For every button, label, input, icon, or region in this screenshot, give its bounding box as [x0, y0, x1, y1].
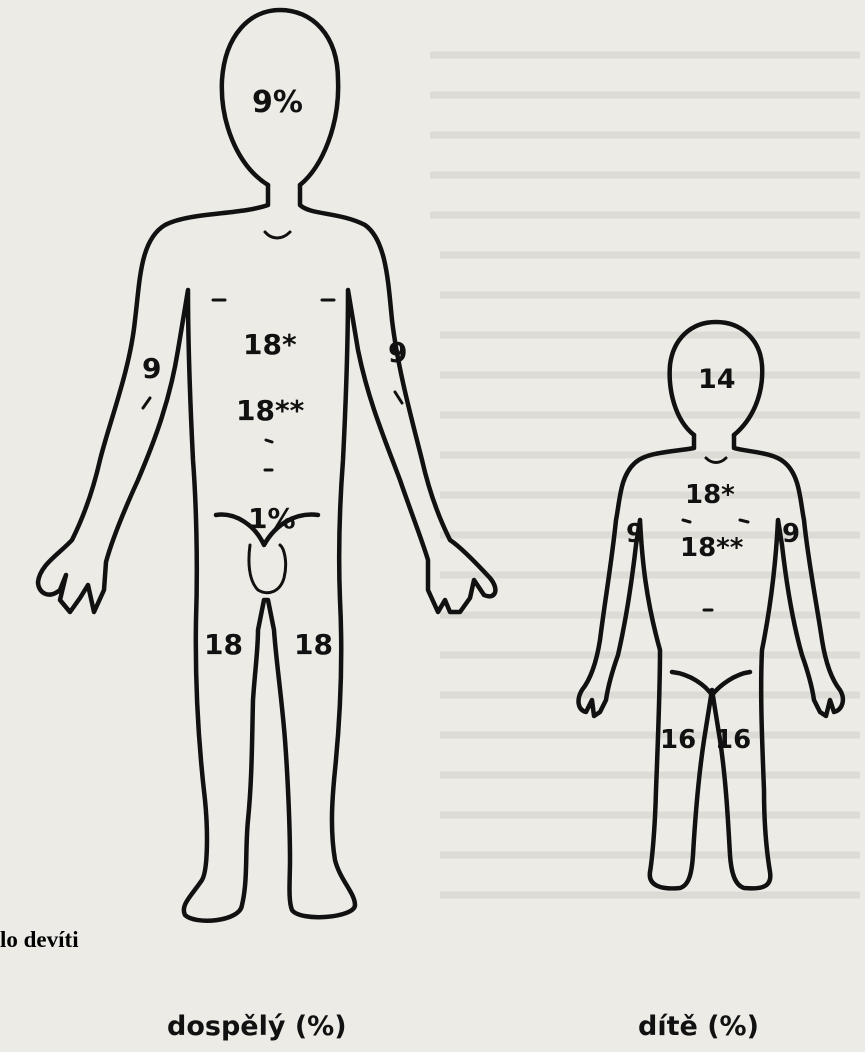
- adult-chest-percent: 18*: [243, 328, 297, 361]
- adult-navel: [265, 440, 272, 470]
- child-chest-mark-r: [740, 520, 748, 522]
- child-leg-right-percent: 16: [660, 725, 696, 755]
- child-figure: [579, 322, 843, 888]
- adult-leg-right-percent: 18: [204, 628, 243, 661]
- child-collar: [706, 458, 726, 463]
- child-arm-right-percent: 9: [626, 519, 644, 549]
- adult-arm-right-percent: 9: [142, 352, 161, 385]
- adult-abdomen-percent: 18**: [236, 394, 305, 427]
- adult-caption: dospělý (%): [167, 1011, 347, 1042]
- adult-head-percent: 9%: [252, 85, 303, 120]
- adult-genitals: [249, 545, 286, 593]
- child-head-percent: 14: [698, 364, 736, 395]
- child-caption: dítě (%): [638, 1011, 759, 1042]
- adult-figure: [38, 10, 495, 921]
- overlay-text: lo devíti: [0, 927, 79, 952]
- child-abdomen-percent: 18**: [680, 533, 744, 563]
- child-chest-mark-l: [683, 520, 690, 522]
- adult-genitals-percent: 1%: [248, 502, 296, 535]
- adult-elbow-r: [395, 392, 402, 403]
- child-leg-left-percent: 16: [715, 725, 751, 755]
- adult-arm-left-percent: 9: [388, 336, 407, 369]
- child-chest-percent: 18*: [685, 480, 735, 510]
- adult-collar: [265, 232, 290, 238]
- adult-leg-left-percent: 18: [294, 628, 333, 661]
- adult-elbow-l: [143, 398, 150, 408]
- child-arm-left-percent: 9: [782, 519, 800, 549]
- adult-outline: [38, 185, 495, 921]
